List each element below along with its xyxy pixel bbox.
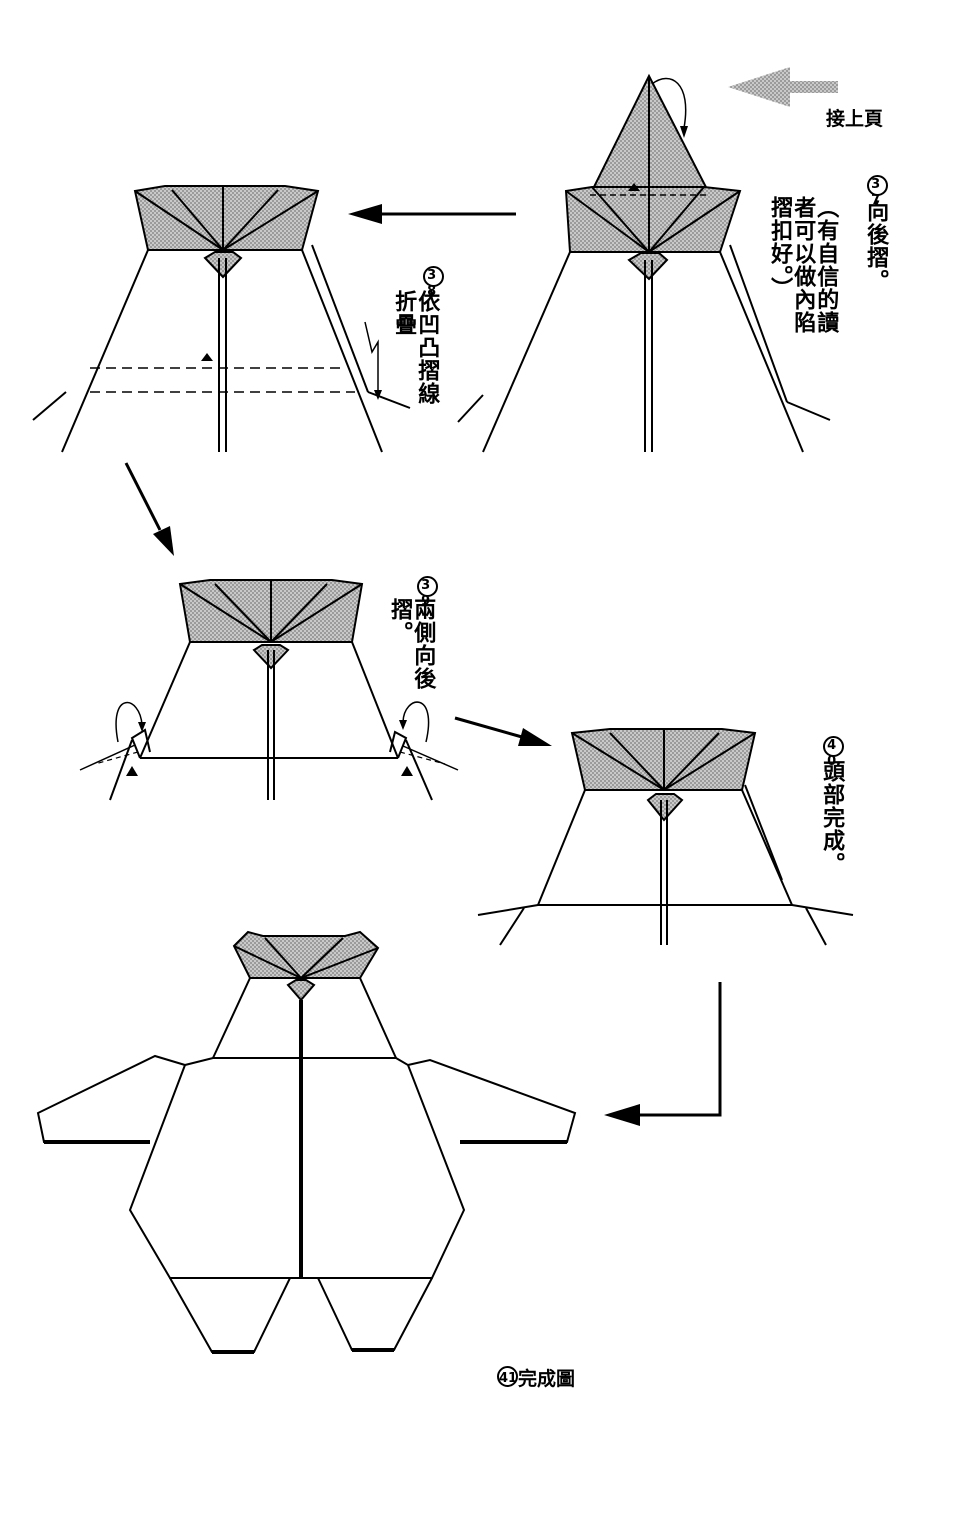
step39-number: 39 (414, 576, 439, 610)
step37-figure (457, 73, 831, 453)
step40-figure (477, 728, 854, 946)
step39-label: 兩側向後摺。 (387, 598, 436, 690)
step37-note: （有自信的讀者可以做內陷摺扣好。） (767, 196, 839, 334)
step38-label: 依凹凸摺線折疊 (391, 290, 440, 405)
step38-number: 38 (420, 266, 445, 300)
continued-label: 接上頁 (826, 108, 884, 130)
step41-number: 41 (497, 1366, 518, 1387)
step37-number: 37 (864, 175, 889, 209)
step40-number: 40 (820, 736, 845, 770)
continued-arrow (728, 67, 838, 107)
arrow-40-to-41 (604, 982, 722, 1126)
arrow-39-to-40 (454, 716, 552, 746)
step38-figure (32, 185, 411, 453)
step41-text: 完成圖 (518, 1368, 576, 1390)
step37-label: 向後摺。 (863, 200, 889, 292)
step39-figure (79, 579, 459, 801)
arrow-37-to-38 (348, 204, 516, 224)
step41-label: 41完成圖 (497, 1364, 575, 1391)
arrow-38-to-39 (124, 462, 174, 556)
step40-label: 頭部完成。 (819, 760, 845, 875)
step41-figure (36, 930, 577, 1354)
